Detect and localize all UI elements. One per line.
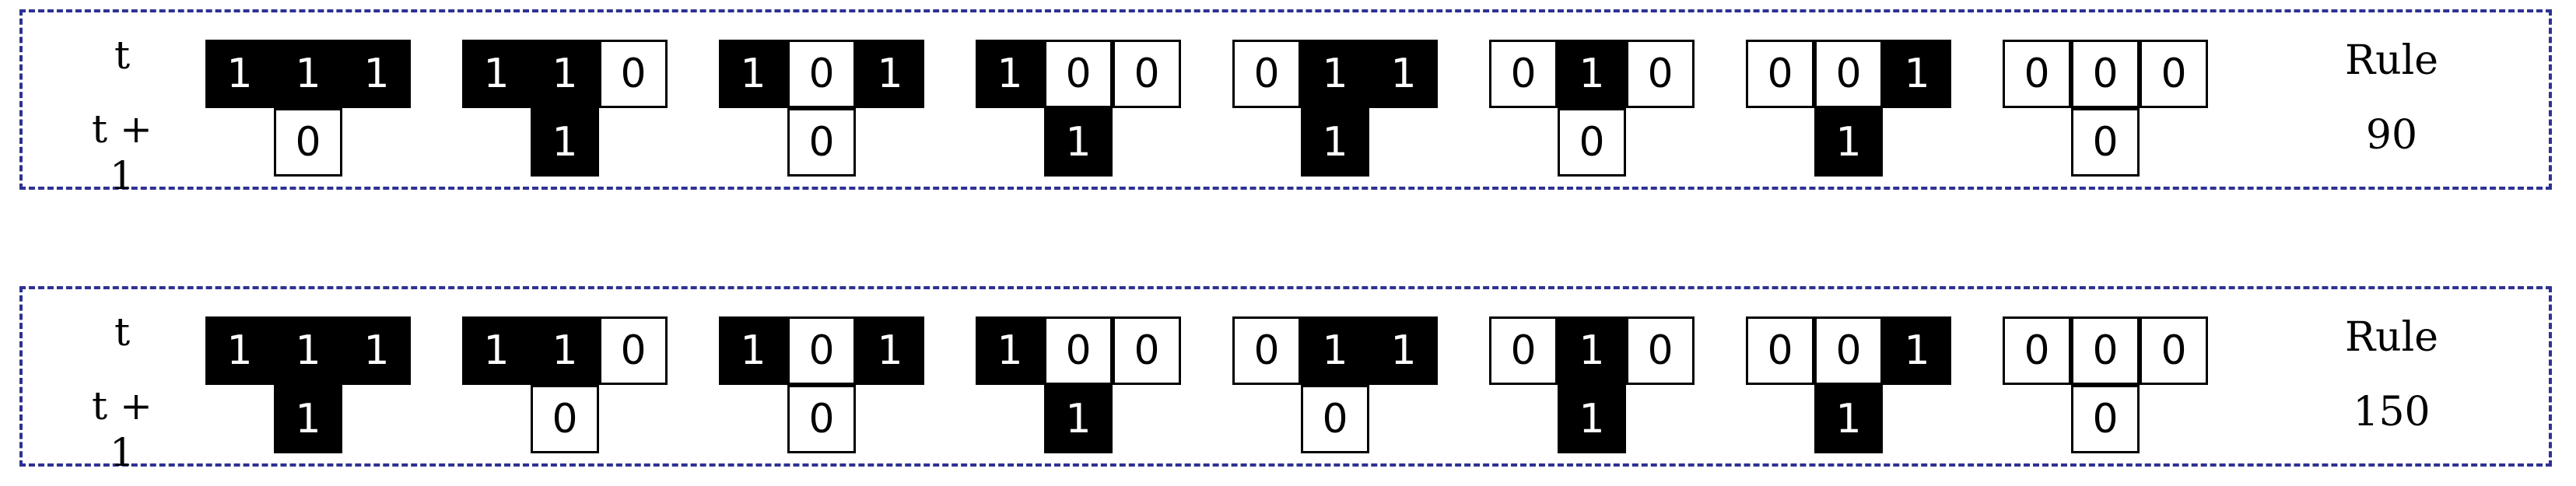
neighborhood-cell: 1	[531, 316, 599, 385]
neighborhood-cell: 1	[531, 40, 599, 108]
next-state-cell: 1	[1044, 108, 1113, 177]
neighborhood-cell: 1	[856, 40, 924, 108]
neighborhood-cell: 0	[2003, 316, 2071, 385]
next-state-cell: 0	[1301, 385, 1369, 453]
neighborhood-cell: 0	[2071, 40, 2140, 108]
neighborhood-cell: 0	[599, 316, 668, 385]
next-state-cell: 0	[274, 108, 342, 177]
neighborhood-cell: 0	[2140, 316, 2208, 385]
neighborhood-cell: 1	[342, 40, 411, 108]
rule-word-label: Rule	[2344, 37, 2439, 84]
neighborhood-cell: 1	[1369, 40, 1438, 108]
time-t-plus-1-label: t + 1	[92, 107, 152, 198]
neighborhood-cell: 0	[1746, 316, 1814, 385]
next-state-cell: 1	[274, 385, 342, 453]
next-state-cell: 0	[787, 385, 856, 453]
neighborhood-cell: 0	[1746, 40, 1814, 108]
rule-number: 150	[2353, 389, 2431, 435]
next-state-cell: 1	[1814, 385, 1883, 453]
neighborhood-cell: 0	[599, 40, 668, 108]
neighborhood-cell: 0	[1044, 316, 1113, 385]
neighborhood-cell: 1	[462, 40, 531, 108]
neighborhood-cell: 0	[1814, 40, 1883, 108]
neighborhood-cell: 1	[719, 40, 787, 108]
neighborhood-cell: 0	[1113, 316, 1181, 385]
neighborhood-cell: 0	[2071, 316, 2140, 385]
neighborhood-cell: 1	[1558, 316, 1626, 385]
neighborhood-cell: 0	[1814, 316, 1883, 385]
neighborhood-cell: 1	[1301, 40, 1369, 108]
neighborhood-cell: 1	[205, 316, 274, 385]
neighborhood-cell: 0	[1489, 40, 1558, 108]
neighborhood-cell: 1	[1883, 40, 1951, 108]
neighborhood-cell: 0	[2003, 40, 2071, 108]
neighborhood-cell: 0	[1232, 40, 1301, 108]
neighborhood-cell: 1	[976, 316, 1044, 385]
time-t-plus-1-label: t + 1	[92, 383, 152, 475]
time-t-label: t	[114, 33, 131, 78]
time-t-label: t	[114, 309, 131, 355]
next-state-cell: 1	[1044, 385, 1113, 453]
neighborhood-cell: 0	[1626, 316, 1695, 385]
neighborhood-cell: 1	[856, 316, 924, 385]
neighborhood-cell: 1	[976, 40, 1044, 108]
next-state-cell: 0	[2071, 385, 2140, 453]
neighborhood-cell: 0	[1626, 40, 1695, 108]
neighborhood-cell: 0	[1232, 316, 1301, 385]
next-state-cell: 1	[531, 108, 599, 177]
neighborhood-cell: 0	[787, 40, 856, 108]
neighborhood-cell: 1	[205, 40, 274, 108]
rule-word-label: Rule	[2344, 314, 2439, 361]
neighborhood-cell: 0	[1044, 40, 1113, 108]
neighborhood-cell: 1	[1558, 40, 1626, 108]
neighborhood-cell: 0	[2140, 40, 2208, 108]
neighborhood-cell: 1	[1369, 316, 1438, 385]
neighborhood-cell: 1	[462, 316, 531, 385]
neighborhood-cell: 0	[1113, 40, 1181, 108]
next-state-cell: 0	[2071, 108, 2140, 177]
neighborhood-cell: 1	[342, 316, 411, 385]
neighborhood-cell: 0	[1489, 316, 1558, 385]
next-state-cell: 1	[1814, 108, 1883, 177]
next-state-cell: 0	[1558, 108, 1626, 177]
neighborhood-cell: 0	[787, 316, 856, 385]
next-state-cell: 1	[1558, 385, 1626, 453]
neighborhood-cell: 1	[274, 40, 342, 108]
rule-number: 90	[2365, 112, 2418, 159]
neighborhood-cell: 1	[719, 316, 787, 385]
next-state-cell: 0	[787, 108, 856, 177]
next-state-cell: 1	[1301, 108, 1369, 177]
neighborhood-cell: 1	[274, 316, 342, 385]
neighborhood-cell: 1	[1883, 316, 1951, 385]
next-state-cell: 0	[531, 385, 599, 453]
neighborhood-cell: 1	[1301, 316, 1369, 385]
